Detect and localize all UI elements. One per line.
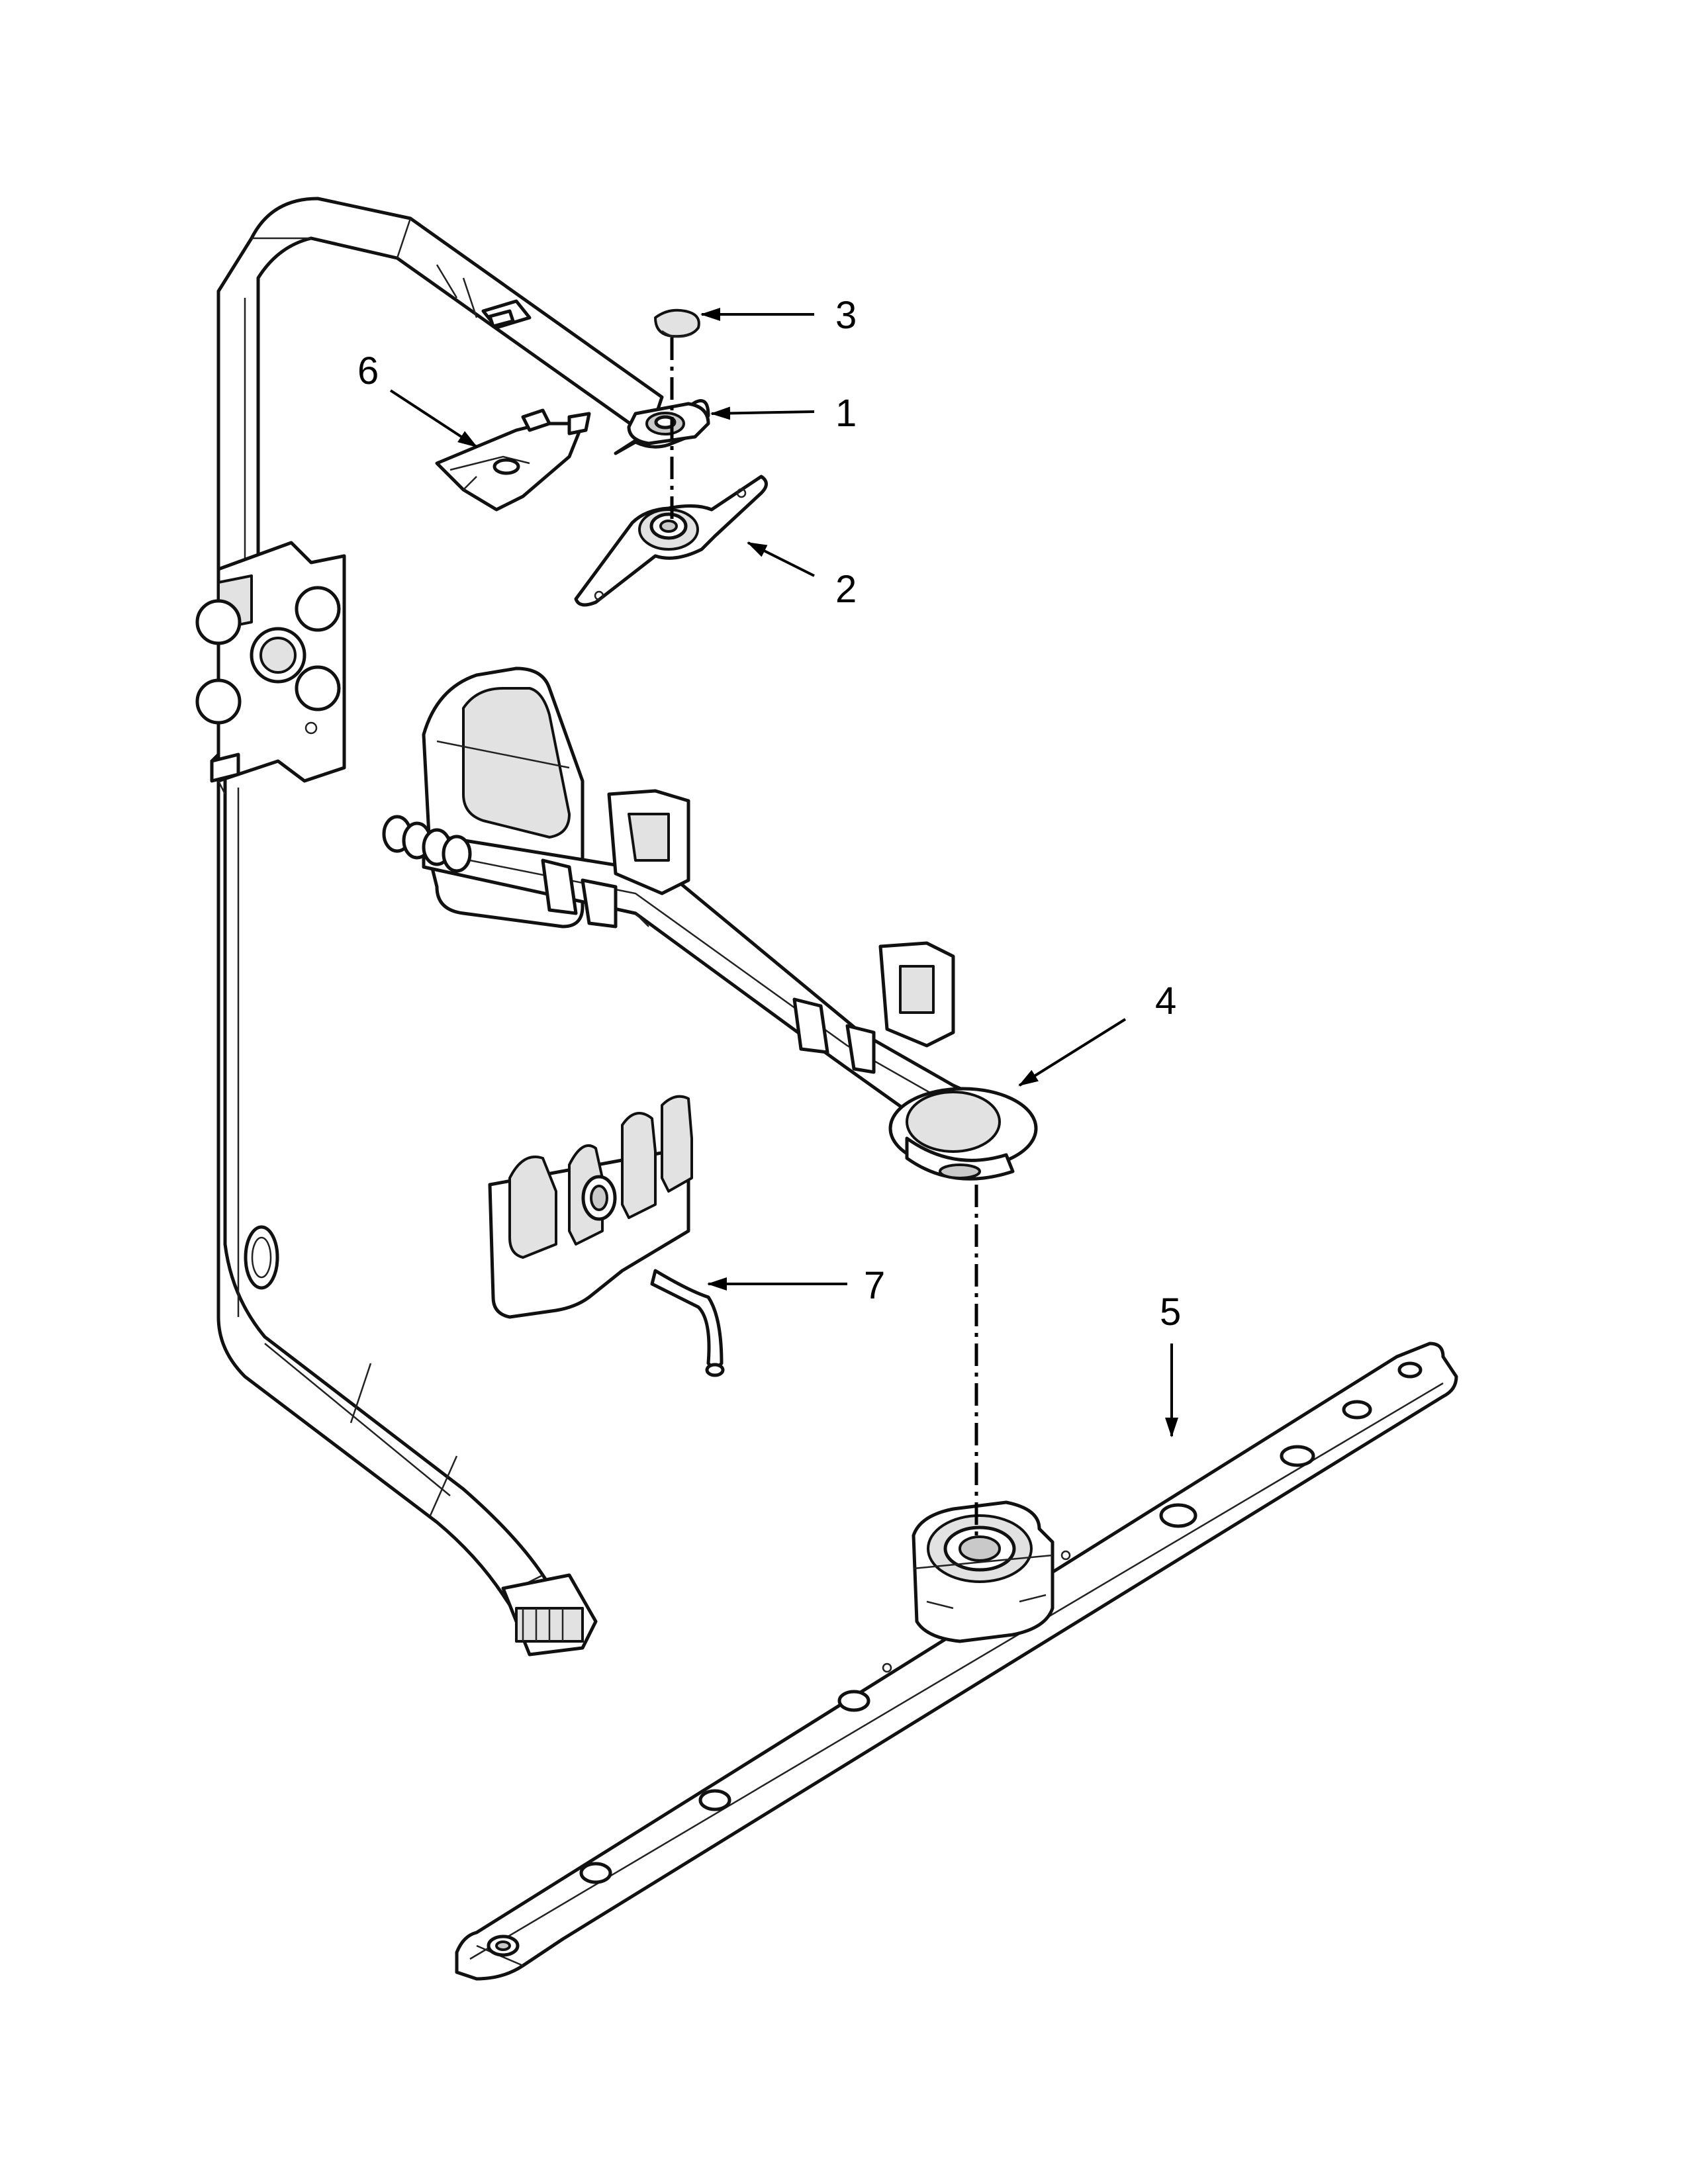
leader-arrows (389, 308, 1178, 1437)
part-2-mounting-plate (574, 475, 768, 607)
part-3-cap (654, 308, 700, 338)
leader-arrow-1 (710, 406, 815, 420)
part-7-filter-screen (488, 1095, 725, 1377)
leader-arrow-6 (389, 389, 478, 448)
tube-mount-bracket (195, 541, 346, 795)
callout-4: 4 (1155, 979, 1176, 1023)
callout-7: 7 (864, 1264, 885, 1307)
part-6-clip-bracket (435, 408, 591, 512)
part-4-spray-manifold (382, 666, 1038, 1181)
part-5-lower-spray-arm (455, 1342, 1458, 1981)
alignment-lines (670, 338, 978, 1542)
leader-arrow-2 (747, 541, 815, 577)
callout-5: 5 (1160, 1291, 1181, 1334)
callout-1: 1 (835, 392, 857, 435)
callout-3: 3 (835, 294, 857, 337)
callout-labels: 3 1 2 6 4 7 5 (357, 294, 1181, 1334)
supply-tube-assembly (210, 197, 710, 1657)
callout-6: 6 (357, 349, 379, 392)
callout-2: 2 (835, 568, 857, 611)
leader-arrow-4 (1018, 1018, 1127, 1087)
